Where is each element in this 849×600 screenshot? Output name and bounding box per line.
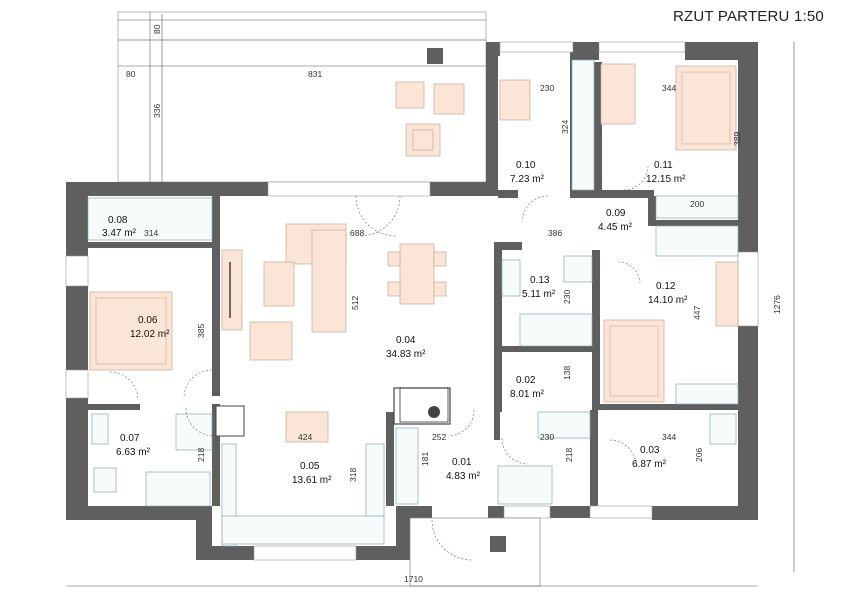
room-number: 0.11 <box>654 160 673 171</box>
room-number: 0.10 <box>516 160 536 171</box>
dimension-label: 181 <box>420 452 430 466</box>
dimension-label: 512 <box>350 296 360 310</box>
room-area: 14.10 m² <box>648 295 688 306</box>
room-area: 34.83 m² <box>386 349 426 360</box>
dimension-label: 336 <box>152 104 162 118</box>
dimension-label: 318 <box>348 468 358 482</box>
dimension-lines <box>66 14 795 587</box>
room-area: 6.87 m² <box>632 459 667 470</box>
dimension-label: 138 <box>562 366 572 380</box>
dimension-label: 230 <box>540 83 554 93</box>
room-number: 0.07 <box>120 433 140 444</box>
room-area: 4.83 m² <box>446 471 481 482</box>
terrace <box>117 11 487 183</box>
entrance-steps <box>409 517 541 587</box>
room-area: 8.01 m² <box>510 389 545 400</box>
room-number: 0.04 <box>396 335 416 346</box>
drawing-title: RZUT PARTERU 1:50 <box>673 8 824 25</box>
windows <box>65 41 759 561</box>
dimension-label: 386 <box>548 228 562 238</box>
dimension-label: 447 <box>692 306 702 320</box>
room-number: 0.08 <box>108 215 128 226</box>
room-area: 6.63 m² <box>116 447 151 458</box>
room-area: 3.47 m² <box>102 228 137 239</box>
furniture <box>87 59 739 547</box>
dimension-label: 831 <box>308 69 322 79</box>
dimension-label: 424 <box>298 432 312 442</box>
room-number: 0.01 <box>452 457 472 468</box>
room-number: 0.05 <box>300 461 320 472</box>
room-number: 0.09 <box>606 208 626 219</box>
room-area: 13.61 m² <box>292 475 332 486</box>
room-number: 0.06 <box>138 315 158 326</box>
dimension-label: 1710 <box>404 574 423 584</box>
dimension-label: 218 <box>196 448 206 462</box>
door-swings <box>109 165 649 561</box>
dimension-label: 230 <box>540 432 554 442</box>
dimension-label: 344 <box>662 432 676 442</box>
room-number: 0.12 <box>656 281 676 292</box>
room-number: 0.02 <box>516 375 536 386</box>
dimension-label: 80 <box>126 69 136 79</box>
dimension-label: 385 <box>196 324 206 338</box>
room-area: 12.15 m² <box>646 174 686 185</box>
dimension-label: 688 <box>350 228 364 238</box>
dimension-label: 344 <box>662 83 676 93</box>
room-number: 0.03 <box>640 445 660 456</box>
dimension-label: 314 <box>144 228 158 238</box>
dimension-label: 80 <box>152 24 162 34</box>
dimension-label: 206 <box>694 448 704 462</box>
room-labels: 0.10 7.23 m² 0.11 12.15 m² 0.09 4.45 m² … <box>102 160 688 486</box>
dimension-label: 230 <box>562 290 572 304</box>
dimension-label: 200 <box>690 199 704 209</box>
dimension-label: 252 <box>432 432 446 442</box>
dimension-label: 1276 <box>772 295 782 314</box>
dimension-labels: 80 80 831 336 230 344 324 389 200 314 68… <box>126 24 782 584</box>
room-area: 4.45 m² <box>598 222 633 233</box>
dimension-label: 324 <box>560 120 570 134</box>
room-area: 5.11 m² <box>522 289 556 300</box>
room-number: 0.13 <box>530 275 550 286</box>
dimension-label: 218 <box>564 448 574 462</box>
room-area: 12.02 m² <box>130 329 170 340</box>
room-area: 7.23 m² <box>510 174 545 185</box>
dimension-label: 389 <box>732 132 742 146</box>
